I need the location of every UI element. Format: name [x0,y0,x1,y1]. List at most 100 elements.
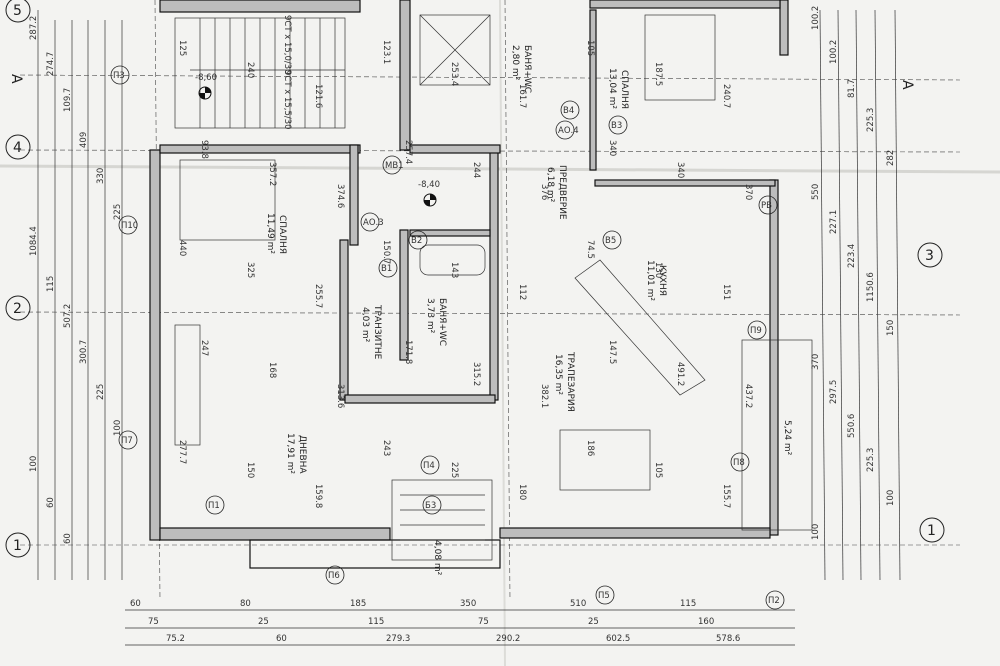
tag-circle [110,65,130,85]
inner-dimension: 243 [381,440,391,456]
sofa [174,324,201,446]
room-area-bedroom-left: 11,49 m² [265,213,275,254]
inner-dimension: 159.8 [313,484,323,508]
axis-label-5: 5 [13,3,22,19]
left-dimension: 60 [63,533,73,544]
left-dimension: 330 [96,168,106,184]
left-dimension: 1084.4 [29,226,39,256]
element-tag: П6 [328,571,340,581]
element-tag: В5 [605,236,616,246]
right-dimension: 370 [811,354,821,370]
room-area-living: 17,91 m² [285,433,295,474]
bottom-dimension: 578.6 [716,634,740,644]
inner-dimension: 253.4 [449,62,459,86]
left-dimension: 100 [113,420,123,436]
room-area-hall: 6,18 m² [545,167,555,203]
room-area-kitchen: 11,01 m² [645,260,655,301]
inner-dimension: 315.2 [471,362,481,386]
inner-dimension: 247 [199,340,209,356]
inner-dimension: 150.7 [381,240,391,264]
room-name-dining: ТРАПЕЗАРИЯ [565,351,575,412]
axis-label-3: 3 [925,248,934,264]
left-dimension: 287.2 [29,16,39,40]
inner-dimension: 187.5 [653,62,663,86]
inner-dimension: 130 [653,262,663,278]
inner-dimension: 357.2 [267,162,277,186]
inner-dimension: 491.2 [675,362,685,386]
left-dimension: 409 [79,132,89,148]
tag-circle [555,120,575,140]
tag-circle [747,320,767,340]
inner-dimension: 244 [471,162,481,178]
section-label-right: A [899,80,915,90]
inner-dimension: 325 [245,262,255,278]
level-value-stair: -8,60 [195,73,217,83]
element-tag: АО.4 [558,126,579,136]
right-dimension: 282 [886,150,896,166]
right-dimension: 81.7 [847,79,857,98]
element-tag: Б3 [425,501,436,511]
terrace [741,339,813,531]
tag-circle [205,495,225,515]
inner-dimension: 277.7 [177,440,187,464]
inner-dimension: 376 [539,184,549,200]
tag-circle [118,430,138,450]
room-name-bedroom-right: СПАЛНЯ [619,70,629,109]
axis-label-2: 2 [13,301,22,317]
element-tag: В4 [563,106,574,116]
room-area-terrace: 5,24 m² [782,420,792,456]
paper-fold [499,0,506,666]
inner-dimension: 147.5 [607,340,617,364]
dining-table [559,429,651,491]
right-dimension: 550.6 [847,414,857,438]
inner-dimension: 105 [653,462,663,478]
bottom-dimension: 25 [588,617,599,627]
element-tag: П7 [121,436,133,446]
left-dimension: 115 [46,276,56,292]
right-dimension: 1150.6 [866,272,876,302]
inner-dimension: 168 [267,362,277,378]
left-dimensions: 287.2274.7109.74093302251084.4115507.230… [29,16,123,544]
bottom-dimension: 75.2 [166,634,185,644]
inner-dimension: 440 [177,240,187,256]
inner-dimension: 340 [607,140,617,156]
room-area-bath-center: 3,73 m² [425,298,435,334]
element-tag: АО.3 [363,218,384,228]
element-tag: П10 [121,221,138,231]
inner-dimension: 240.7 [721,84,731,108]
exterior-walls [149,0,789,569]
tag-circle [765,590,785,610]
room-name-bath-top: БАНЯ+WC [522,45,532,93]
inner-dimension: 161.7 [517,84,527,108]
room-area-corridor: 4,03 m² [360,307,370,343]
inner-dimension: 437.2 [743,384,753,408]
element-tag: П2 [768,596,780,606]
tag-circle [758,195,778,215]
bottom-dimension: 80 [240,599,251,609]
inner-dimension: 255.7 [313,284,323,308]
tag-circle [420,455,440,475]
tag-circle [422,495,442,515]
inner-dimension: 240 [245,62,255,78]
inner-dimension: 257.4 [403,140,413,164]
element-tag: П8 [733,458,745,468]
axis-markers [5,0,945,558]
room-area-dining: 16,35 m² [553,354,563,395]
tag-circle [730,452,750,472]
inner-dimension: 112 [517,284,527,300]
bottom-dimension: 25 [258,617,269,627]
left-dimension: 300.7 [79,340,89,364]
room-name-corridor: ТРАНЗИТНЕ [372,304,382,360]
left-dimension: 100 [29,456,39,472]
right-dimensions: 100.2100.281.7225.3282550227.1223.41150.… [811,6,896,540]
staircase [174,17,346,129]
left-dimension: 225 [113,204,123,220]
bottom-dimension: 279.3 [386,634,410,644]
bottom-dimension: 602.5 [606,634,630,644]
right-dimension: 100 [886,490,896,506]
inner-dimension: 180 [517,484,527,500]
tag-circle [382,155,402,175]
inner-dimensions: 125240121.6123.1253.4161.7105187.5240.79… [177,40,753,508]
inner-dimension: 123.1 [381,40,391,64]
room-name-living: ДНЕВНА [297,435,307,474]
